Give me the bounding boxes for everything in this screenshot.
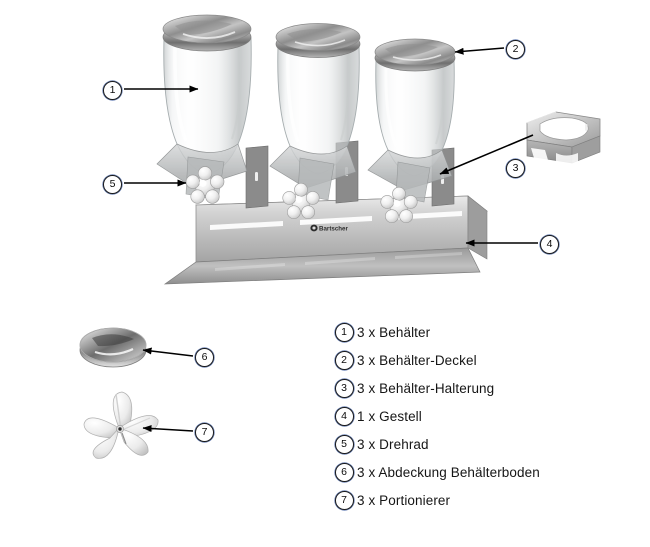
legend-label-1: 3 x Behälter [357, 324, 431, 340]
legend-badge-1: 1 [331, 322, 357, 342]
legend-label-6: 3 x Abdeckung Behälterboden [357, 464, 540, 480]
callout-3[interactable]: 3 [506, 158, 525, 178]
base-cover-part [79, 327, 147, 368]
legend-number-2: 2 [334, 350, 354, 370]
legend-badge-5: 5 [331, 434, 357, 454]
legend-number-7: 7 [334, 490, 354, 510]
callout-4-number: 4 [540, 235, 559, 254]
legend-number-6: 6 [334, 462, 354, 482]
legend-badge-4: 4 [331, 406, 357, 426]
legend-label-4: 1 x Gestell [357, 408, 422, 424]
container-bracket-part [526, 111, 601, 165]
container-unit-3 [367, 38, 456, 224]
callout-1[interactable]: 1 [103, 80, 122, 100]
brand-logo: Bartscher [310, 224, 348, 233]
legend-item-7: 7 3 x Portionierer [331, 486, 641, 514]
callout-5-number: 5 [103, 175, 122, 194]
callout-3-number: 3 [506, 159, 525, 178]
legend-label-2: 3 x Behälter-Deckel [357, 352, 477, 368]
leader-line-7 [142, 425, 194, 433]
container-lid-3 [374, 38, 456, 72]
dispenser-assembly: Bartscher [156, 14, 488, 285]
legend-label-7: 3 x Portionierer [357, 492, 451, 508]
stand: Bartscher [163, 195, 488, 285]
legend-number-4: 4 [334, 406, 354, 426]
legend-item-5: 5 3 x Drehrad [331, 430, 641, 458]
container-unit-2 [269, 23, 361, 220]
legend-number-1: 1 [334, 322, 354, 342]
legend-label-5: 3 x Drehrad [357, 436, 429, 452]
callout-7[interactable]: 7 [195, 422, 214, 442]
leader-lines [124, 47, 538, 433]
container-lid-2 [275, 23, 361, 58]
dial-wheel-2 [282, 182, 320, 220]
legend-item-6: 6 3 x Abdeckung Behälterboden [331, 458, 641, 486]
legend-number-3: 3 [334, 378, 354, 398]
callout-2[interactable]: 2 [506, 39, 525, 59]
parts-legend: 1 3 x Behälter 2 3 x Behälter-Deckel 3 3… [331, 318, 641, 514]
portioner-part [83, 391, 159, 459]
legend-item-3: 3 3 x Behälter-Halterung [331, 374, 641, 402]
legend-badge-7: 7 [331, 490, 357, 510]
legend-badge-6: 6 [331, 462, 357, 482]
callout-5[interactable]: 5 [103, 174, 122, 194]
callout-4[interactable]: 4 [540, 234, 559, 254]
leader-line-6 [142, 347, 194, 357]
legend-label-3: 3 x Behälter-Halterung [357, 380, 495, 396]
container-lid-1 [162, 14, 252, 52]
legend-item-4: 4 1 x Gestell [331, 402, 641, 430]
callout-7-number: 7 [195, 423, 214, 442]
legend-item-1: 1 3 x Behälter [331, 318, 641, 346]
legend-badge-2: 2 [331, 350, 357, 370]
leader-line-3 [439, 134, 534, 175]
callout-6-number: 6 [195, 348, 214, 367]
dial-wheel-3 [380, 186, 418, 224]
legend-item-2: 2 3 x Behälter-Deckel [331, 346, 641, 374]
container-unit-1 [156, 14, 252, 204]
callout-6[interactable]: 6 [195, 347, 214, 367]
callout-2-number: 2 [506, 40, 525, 59]
brand-logo-text: Bartscher [319, 226, 348, 233]
callout-1-number: 1 [103, 81, 122, 100]
legend-badge-3: 3 [331, 378, 357, 398]
leader-line-2 [454, 47, 505, 55]
legend-number-5: 5 [334, 434, 354, 454]
